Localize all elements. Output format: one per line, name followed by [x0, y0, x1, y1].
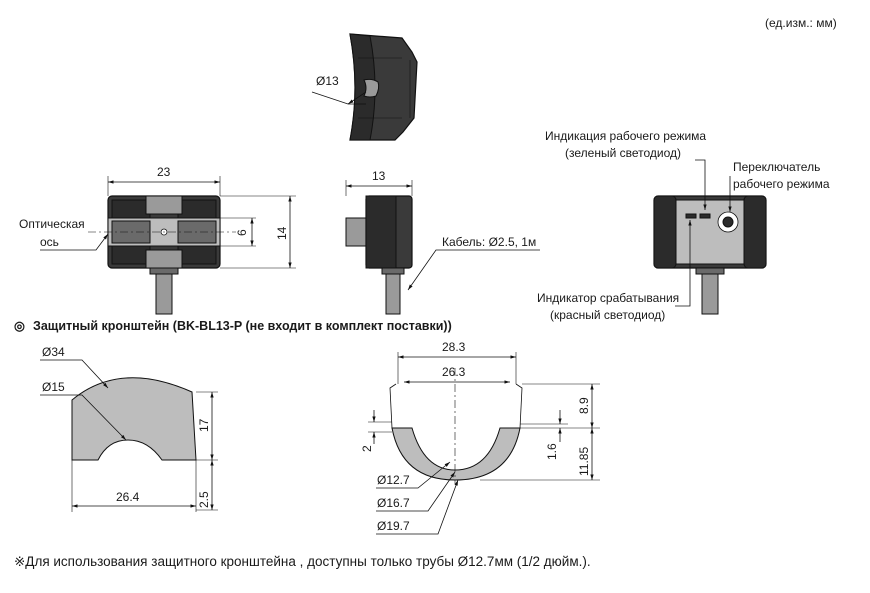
units-note: (ед.изм.: мм) — [765, 16, 837, 30]
bracket-left-view: 17 2.5 26.4 Ø34 Ø15 — [40, 345, 218, 512]
optical-axis-label-2: ось — [40, 235, 59, 249]
action-indicator-label-2: (красный светодиод) — [550, 308, 665, 322]
dim-gap-1-6: 1.6 — [545, 443, 559, 460]
dim-inner-width-26-3: 26.3 — [442, 365, 466, 379]
cable-label: Кабель: Ø2.5, 1м — [442, 235, 536, 249]
sensor-side-view: 13 Кабель: Ø2.5, 1м — [345, 169, 540, 315]
dim-dia19-7: Ø19.7 — [377, 519, 410, 533]
dim-bracket-base-2-5: 2.5 — [197, 491, 211, 508]
dim-bracket-height-17: 17 — [197, 418, 211, 432]
footnote: ※Для использования защитного кронштейна … — [14, 554, 591, 569]
mode-switch-label-1: Переключатель — [733, 160, 820, 174]
bracket-right-view: 28.3 26.3 8.9 11.85 1.6 2 Ø12.7 Ø16.7 Ø1… — [360, 340, 600, 535]
dim-thickness-2: 2 — [360, 445, 374, 452]
dim-width-23: 23 — [157, 165, 171, 179]
sensor-front-view: 23 6 14 Оптическая ось — [19, 165, 296, 315]
dim-height-14: 14 — [275, 226, 289, 240]
dim-dia13: Ø13 — [316, 74, 339, 88]
action-indicator-label-1: Индикатор срабатывания — [537, 291, 679, 305]
operation-indicator-label-1: Индикация рабочего режима — [545, 129, 706, 143]
dim-outer-width-28-3: 28.3 — [442, 340, 466, 354]
dim-depth-13: 13 — [372, 169, 386, 183]
bracket-heading: Защитный кронштейн (BK-BL13-P (не входит… — [33, 319, 452, 333]
optical-axis-label-1: Оптическая — [19, 217, 85, 231]
dim-dia12-7: Ø12.7 — [377, 473, 410, 487]
mode-switch-label-2: рабочего режима — [733, 177, 830, 191]
sensor-rear-view: Индикация рабочего режима (зеленый свето… — [537, 129, 830, 322]
dim-dia16-7: Ø16.7 — [377, 496, 410, 510]
sensor-top-view: Ø13 — [311, 33, 418, 141]
dim-dia34: Ø34 — [42, 345, 65, 359]
dim-top-height-8-9: 8.9 — [577, 397, 591, 414]
operation-indicator-label-2: (зеленый светодиод) — [565, 146, 681, 160]
dim-dia15: Ø15 — [42, 380, 65, 394]
dim-slot-6: 6 — [235, 229, 249, 236]
dim-bottom-height-11-85: 11.85 — [577, 447, 591, 476]
bracket-heading-symbol: ◎ — [14, 319, 25, 333]
dim-bracket-width-26-4: 26.4 — [116, 490, 140, 504]
